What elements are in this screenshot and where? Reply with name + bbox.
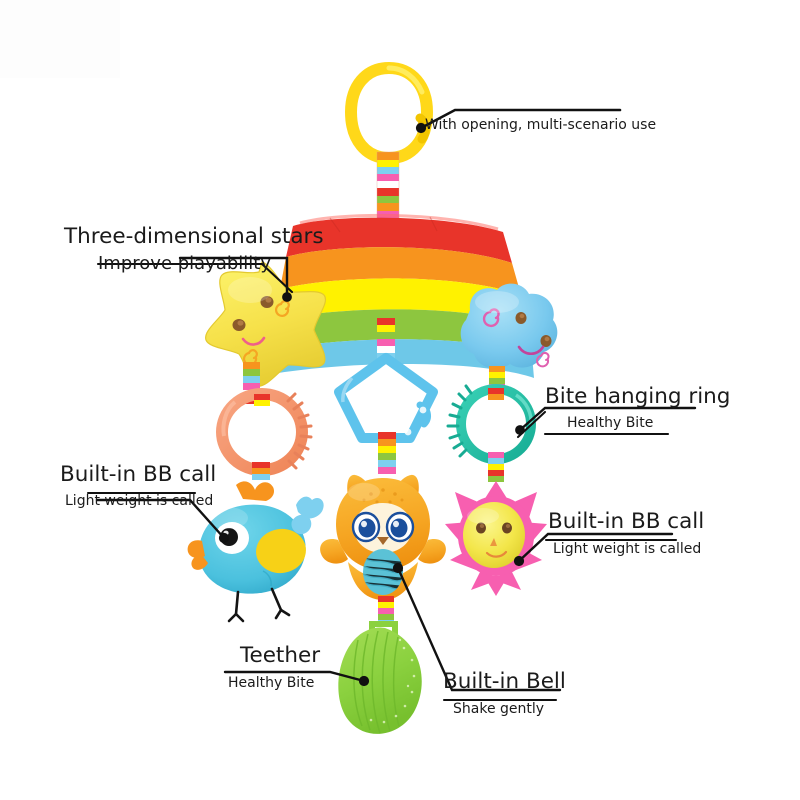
ribbon-strap-ring-right — [488, 388, 504, 482]
leaf-teether-graphic — [338, 621, 422, 734]
callout-bite-ring-title: Bite hanging ring — [545, 384, 731, 409]
callout-bite-ring: Bite hanging ring Healthy Bite — [545, 384, 731, 431]
sun-flower-plush-graphic — [445, 481, 547, 596]
callout-teether: Teether Healthy Bite — [228, 643, 321, 690]
callout-stars: Three-dimensional stars Improve playabil… — [64, 224, 324, 274]
callout-bell-title: Built-in Bell — [443, 669, 566, 694]
callout-teether-title: Teether — [240, 643, 321, 668]
callout-bb-call-left-title: Built-in BB call — [60, 462, 217, 487]
callout-bell-sub: Shake gently — [453, 700, 545, 717]
ribbon-strap-ring-left — [252, 394, 270, 480]
callout-opening: With opening, multi-scenario use — [425, 118, 656, 133]
carabiner-clip-graphic — [344, 61, 434, 165]
callout-bb-call-right: Built-in BB call Light weight is called — [548, 509, 705, 557]
corner-background-wash — [0, 0, 120, 78]
annotation-leader-lines — [86, 108, 697, 702]
callout-bb-call-right-sub: Light weight is called — [553, 540, 702, 557]
diamond-clip-graphic — [334, 353, 438, 443]
callout-bb-call-left-sub: Light weight is called — [65, 492, 214, 509]
fox-plush-graphic — [320, 474, 446, 600]
callout-bell: Built-in Bell Shake gently — [443, 669, 566, 717]
callout-stars-sub: Improve playability — [98, 252, 272, 274]
star-plush-graphic — [205, 261, 326, 387]
cloud-plush-graphic — [460, 283, 558, 369]
bird-plush-graphic — [187, 481, 324, 623]
ribbon-strap-top — [376, 151, 400, 219]
rainbow-arch-graphic — [272, 213, 534, 378]
callout-bb-call-left: Built-in BB call Light weight is called — [60, 462, 217, 509]
callout-bb-call-right-title: Built-in BB call — [548, 509, 705, 534]
callout-bite-ring-sub: Healthy Bite — [567, 414, 654, 431]
callout-opening-title: With opening, multi-scenario use — [425, 117, 657, 133]
callout-stars-title: Three-dimensional stars — [64, 224, 324, 249]
callout-teether-sub: Healthy Bite — [228, 674, 315, 691]
